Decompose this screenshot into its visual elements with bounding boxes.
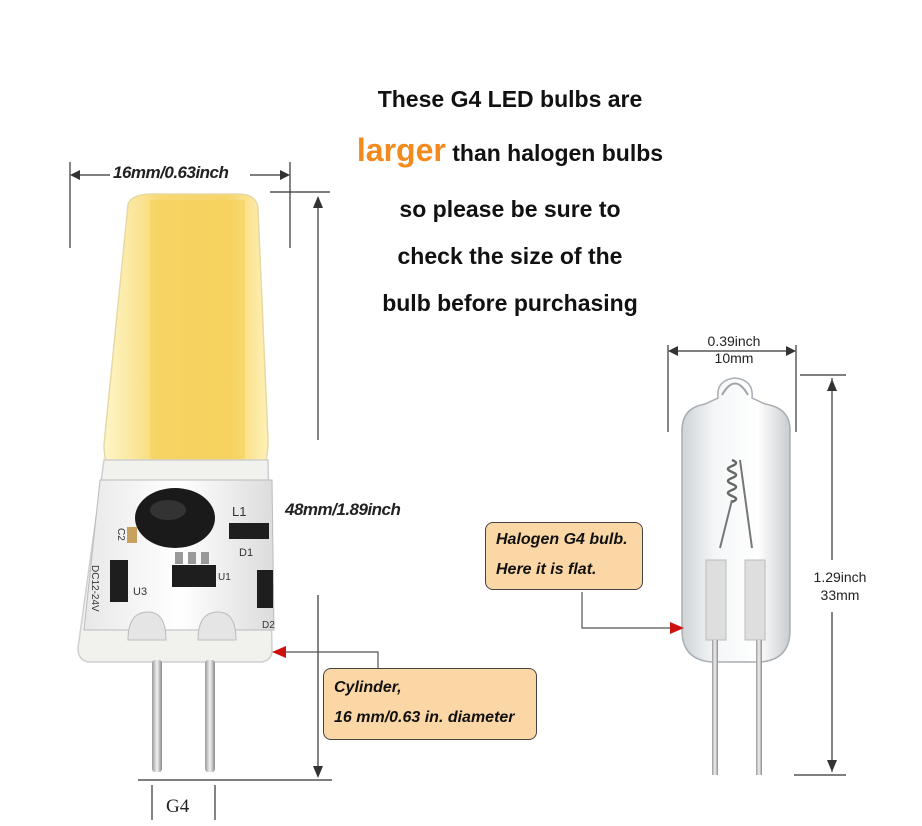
halogen-height-inch-label: 1.29inch bbox=[813, 569, 867, 585]
pcb-label-d2: D2 bbox=[262, 620, 275, 631]
led-base-label: G4 bbox=[166, 796, 190, 817]
halogen-height-mm-label: 33mm bbox=[820, 587, 860, 603]
led-height-label: 48mm/1.89inch bbox=[285, 500, 401, 519]
halogen-callout: Halogen G4 bulb. Here it is flat. bbox=[485, 522, 643, 590]
headline-line-3: so please be sure to bbox=[399, 196, 621, 222]
pcb-label-l1: L1 bbox=[232, 504, 246, 519]
pcb-label-d1: D1 bbox=[239, 547, 253, 559]
led-width-label: 16mm/0.63inch bbox=[113, 163, 229, 182]
led-callout-line-1: Cylinder, bbox=[334, 679, 402, 696]
halogen-width-inch-label: 0.39inch bbox=[707, 333, 761, 349]
pcb-label-u3: U3 bbox=[133, 586, 147, 598]
pcb-label-u1: U1 bbox=[218, 572, 231, 583]
pcb-label-c2: C2 bbox=[115, 528, 126, 541]
halogen-bulb bbox=[681, 377, 791, 775]
headline-line-1: These G4 LED bulbs are bbox=[377, 86, 643, 112]
led-bulb: L1 D1 U1 U3 D2 bbox=[77, 193, 275, 772]
headline-line-5: bulb before purchasing bbox=[382, 290, 638, 316]
halogen-callout-line-1: Halogen G4 bulb. bbox=[496, 531, 628, 548]
headline-line-2-rest: than halogen bulbs bbox=[445, 140, 664, 166]
headline-highlight-word: larger bbox=[356, 132, 446, 168]
pcb-label-voltage: DC12-24V bbox=[89, 565, 100, 612]
headline-line-2: larger than halogen bulbs bbox=[310, 132, 710, 169]
led-callout-line-2: 16 mm/0.63 in. diameter bbox=[334, 709, 515, 726]
halogen-dimension-lines bbox=[667, 345, 846, 776]
led-callout: Cylinder, 16 mm/0.63 in. diameter bbox=[323, 668, 537, 740]
halogen-callout-line-2: Here it is flat. bbox=[496, 561, 597, 578]
headline-line-4: check the size of the bbox=[397, 243, 623, 269]
halogen-width-mm-label: 10mm bbox=[714, 350, 754, 366]
led-dimension-lines bbox=[69, 162, 332, 820]
